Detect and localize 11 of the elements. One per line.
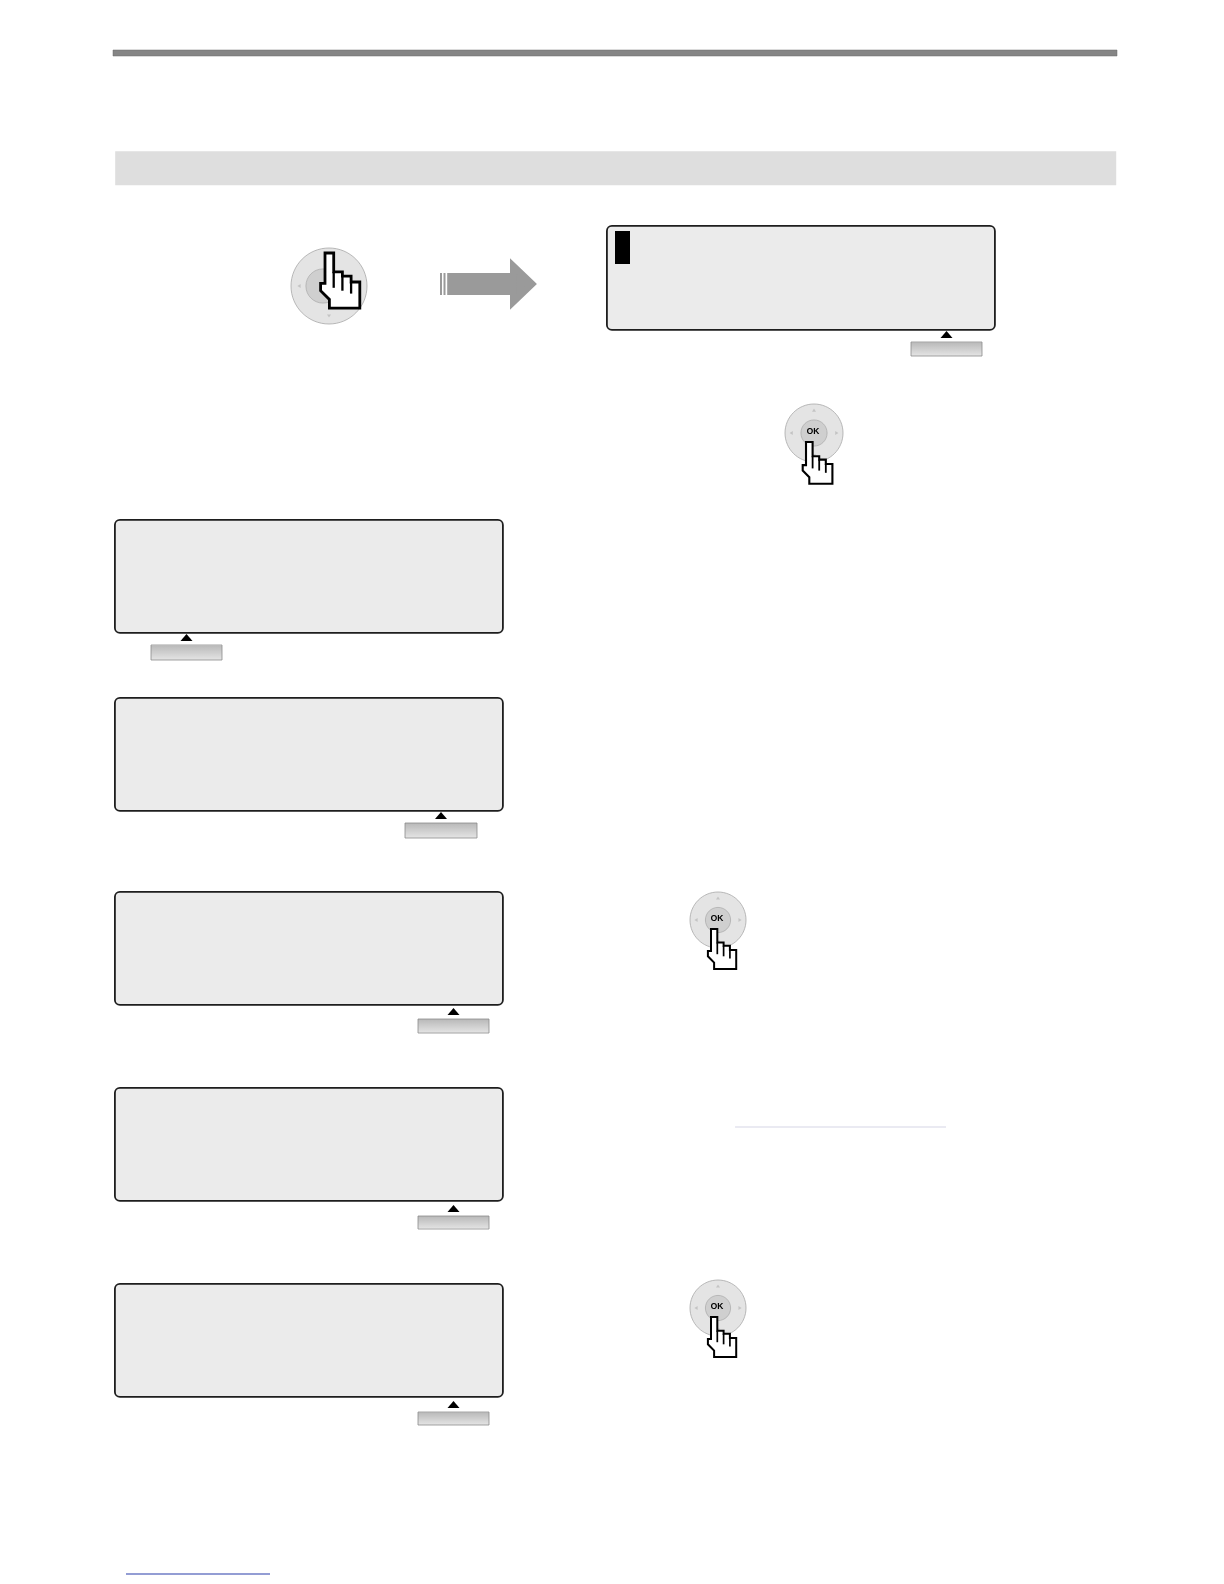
lcd-screen xyxy=(114,891,504,1006)
section-band xyxy=(115,151,1117,186)
lcd-screen xyxy=(114,697,504,812)
key-label: OK xyxy=(711,915,724,921)
lcd-screen xyxy=(114,519,504,634)
lcd-screen xyxy=(114,1087,504,1202)
key-label: OK xyxy=(807,428,820,434)
key-label: OK xyxy=(711,1303,724,1309)
navigation-key-drawing xyxy=(290,247,368,325)
lcd-screen xyxy=(114,1283,504,1398)
lcd-screen xyxy=(606,225,996,331)
